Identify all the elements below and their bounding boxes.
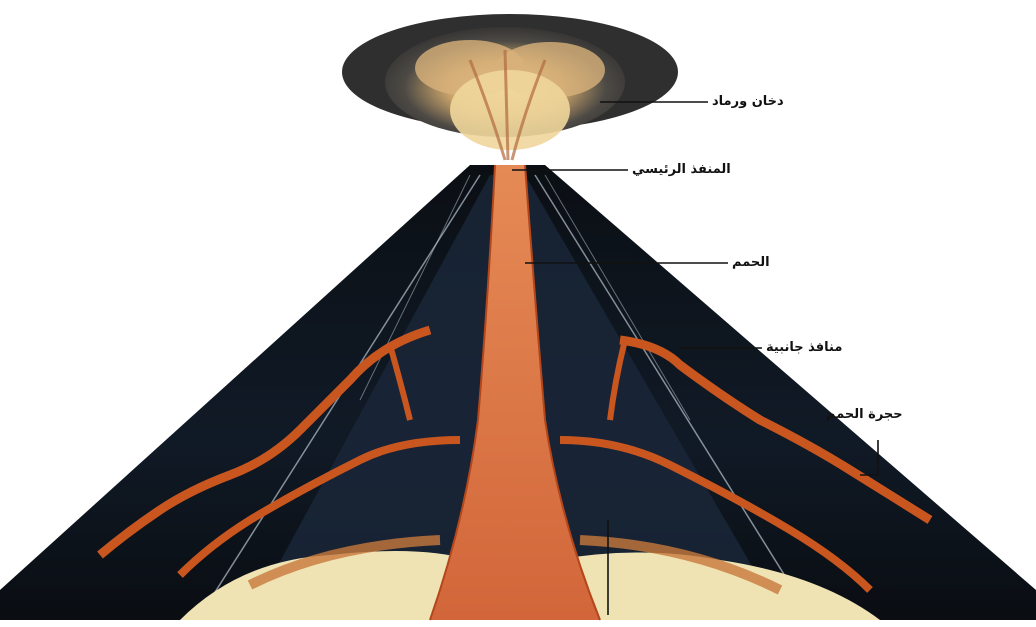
label-main-vent: المنفذ الرئيسي bbox=[632, 163, 731, 176]
label-smoke-ash: دخان ورماد bbox=[712, 95, 784, 108]
label-magma-chamber: حجرة الحمم bbox=[826, 408, 903, 421]
label-side-vents: منافذ جانبية bbox=[766, 341, 842, 354]
smoke-ash-cloud bbox=[342, 14, 678, 160]
label-lava: الحمم bbox=[732, 256, 770, 269]
